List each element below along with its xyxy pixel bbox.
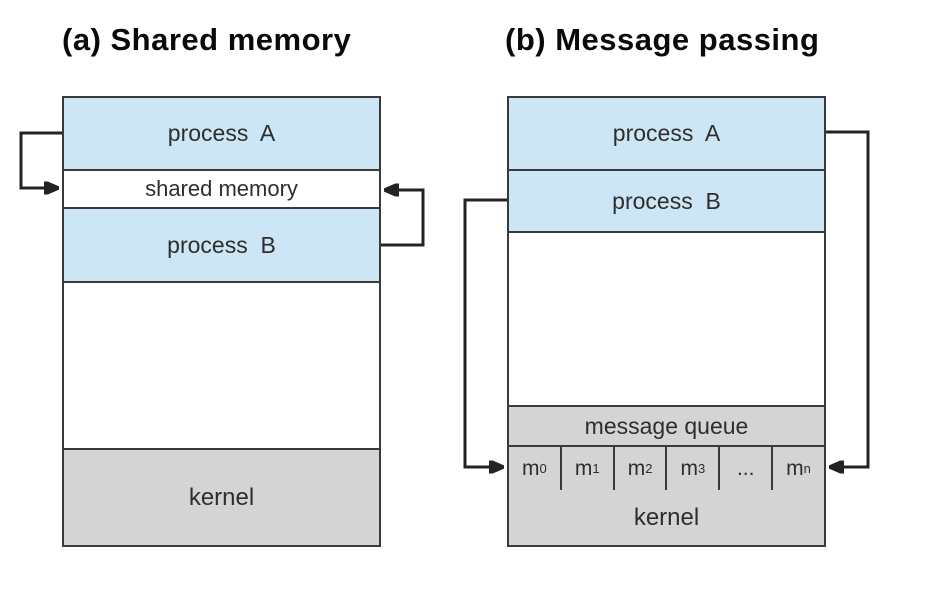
- arrow-process-a-to-message-queue: [826, 130, 870, 467]
- message-queue-band: message queue: [509, 405, 824, 447]
- kernel-band: kernel: [509, 490, 824, 545]
- message-cell-ellipsis: ...: [720, 447, 774, 490]
- message-cell-subscript: 1: [592, 460, 600, 476]
- shared-memory-diagram: process A shared memory process B kernel: [62, 96, 381, 547]
- shared-memory-band: shared memory: [64, 171, 379, 209]
- process-b-band: process B: [509, 171, 824, 233]
- message-cell-label: m: [522, 456, 540, 480]
- message-cell-subscript: 0: [539, 460, 547, 476]
- message-cell-subscript: 3: [698, 460, 706, 476]
- process-a-band: process A: [509, 98, 824, 171]
- process-a-band: process A: [64, 98, 379, 171]
- arrow-process-b-to-shared-memory: [381, 190, 425, 247]
- message-passing-title: (b) Message passing: [505, 22, 820, 57]
- kernel-band: kernel: [64, 448, 379, 545]
- message-cell-label: m: [680, 456, 699, 480]
- message-cell-label: m: [627, 456, 646, 480]
- message-cell-label: ...: [736, 456, 755, 480]
- process-b-band: process B: [64, 209, 379, 283]
- arrow-process-b-to-message-queue: [463, 198, 507, 467]
- arrow-process-a-to-shared-memory: [19, 131, 62, 188]
- message-cell-label: m: [574, 456, 593, 480]
- message-cell-subscript: n: [803, 460, 811, 476]
- message-cell-label: m: [786, 456, 804, 480]
- message-cell-subscript: 2: [645, 460, 653, 476]
- shared-memory-title: (a) Shared memory: [62, 22, 352, 57]
